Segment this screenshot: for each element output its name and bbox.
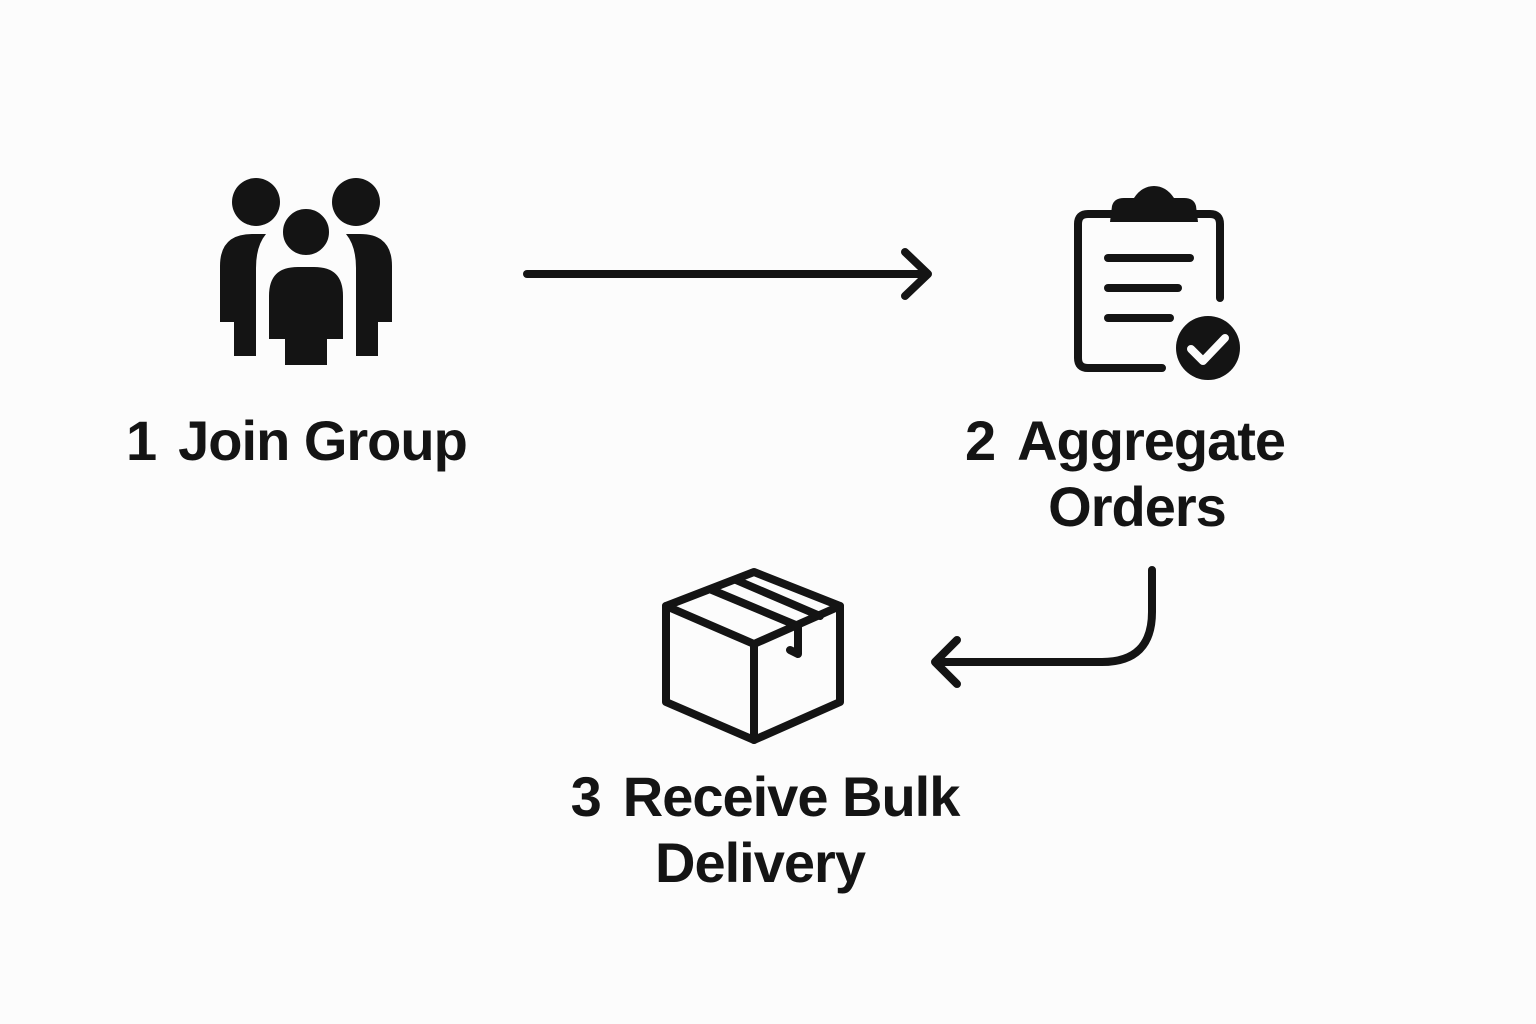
step-3-number: 3 bbox=[570, 765, 602, 828]
arrow-join-to-aggregate bbox=[523, 248, 932, 300]
step-1-title: Join Group bbox=[178, 409, 468, 472]
step-1-number: 1 bbox=[126, 409, 157, 472]
step-2-title-line-2: Orders bbox=[1048, 475, 1227, 538]
step-1-label: 1 Join Group bbox=[126, 408, 468, 474]
step-3-title-line-2: Delivery bbox=[655, 831, 866, 894]
package-box-icon bbox=[660, 566, 850, 746]
clipboard-check-icon bbox=[1072, 182, 1248, 388]
step-2-number: 2 bbox=[964, 409, 996, 472]
arrow-aggregate-to-delivery bbox=[931, 566, 1156, 688]
people-group-icon bbox=[210, 176, 402, 370]
